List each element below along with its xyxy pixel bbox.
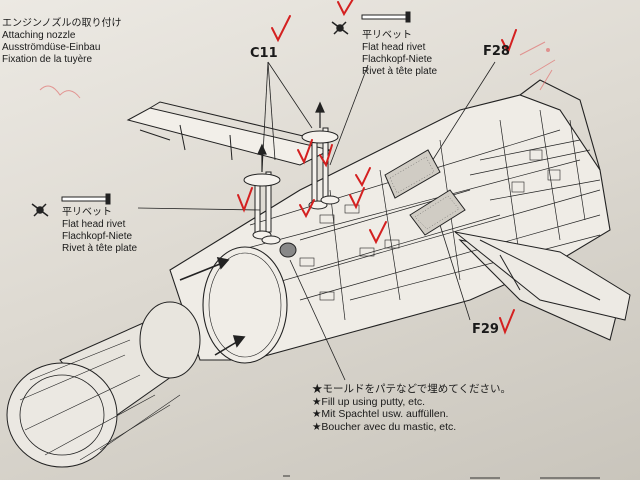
rivet-left-jp: 平リベット <box>62 207 112 218</box>
nozzle-opening-drawing <box>202 246 288 364</box>
step-heading-jp: エンジンノズルの取り付け <box>2 18 122 29</box>
part-label-f28: F28 <box>483 44 510 59</box>
right-wing-drawing <box>126 101 332 166</box>
left-wing-drawing <box>454 231 631 321</box>
f28-panel-drawing <box>384 149 441 199</box>
putty-note: ★モールドをパテなどで埋めてください。 ★Fill up using putty… <box>312 383 511 433</box>
panel-dots <box>389 156 460 230</box>
rivet-callout-top: 平リベット Flat head rivet Flachkopf-Niete Ri… <box>362 30 437 78</box>
f29-panel-drawing <box>409 189 466 236</box>
rivet-icon-left <box>61 193 111 205</box>
engine-nozzle-drawing <box>6 301 201 468</box>
rivet-left-fr: Rivet à tête plate <box>62 243 138 254</box>
rivet-top-en: Flat head rivet <box>362 42 426 53</box>
tool-icon-top <box>331 21 349 35</box>
handwritten-red-marks <box>39 41 556 99</box>
page-footer-marks <box>283 475 600 479</box>
putty-note-fr: ★Boucher avec du mastic, etc. <box>312 420 457 433</box>
step-heading-en: Attaching nozzle <box>2 30 76 41</box>
red-check-marks <box>237 0 517 335</box>
putty-note-de: ★Mit Spachtel usw. auffüllen. <box>312 408 449 421</box>
rivet-top-jp: 平リベット <box>362 30 412 41</box>
rivet-left-en: Flat head rivet <box>62 219 126 230</box>
rivet-callout-left: 平リベット Flat head rivet Flachkopf-Niete Ri… <box>62 207 137 255</box>
rivet-left-de: Flachkopf-Niete <box>62 231 133 242</box>
rivet-top-de: Flachkopf-Niete <box>362 54 433 65</box>
rivet-icon-top <box>361 11 411 23</box>
part-label-f29: F29 <box>472 322 499 337</box>
rivet-top-fr: Rivet à tête plate <box>362 66 438 77</box>
step-heading-de: Ausströmdüse-Einbau <box>2 42 101 53</box>
putty-note-en: ★Fill up using putty, etc. <box>312 395 426 408</box>
insertion-arrows <box>179 256 246 356</box>
putty-note-jp: ★モールドをパテなどで埋めてください。 <box>312 383 511 395</box>
tool-icon-left <box>31 203 49 217</box>
step-heading: エンジンノズルの取り付け Attaching nozzle Ausströmdü… <box>2 18 122 66</box>
step-heading-fr: Fixation de la tuyère <box>2 54 93 65</box>
part-label-c11: C11 <box>250 46 278 61</box>
